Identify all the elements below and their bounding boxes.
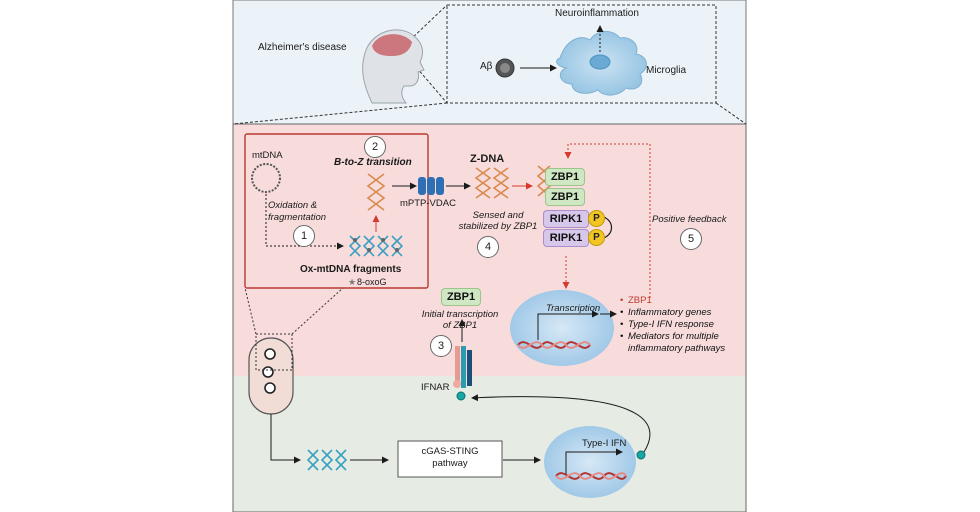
ox-fragments-label: Ox-mtDNA fragments <box>300 264 402 275</box>
positive-feedback-label: Positive feedback <box>652 214 727 225</box>
ifnar-label: IFNAR <box>421 382 450 393</box>
mtdna-icon <box>251 163 281 193</box>
initial-line1: Initial transcription <box>421 309 499 320</box>
zbp1-bottom: ZBP1 <box>545 188 585 206</box>
zdna-label: Z-DNA <box>470 153 505 165</box>
output-inflammatory-genes: •Inflammatory genes <box>620 307 712 318</box>
sensed-line1: Sensed and <box>472 210 524 221</box>
ripk1-bottom: RIPK1 <box>543 229 589 247</box>
mtdna-label: mtDNA <box>252 150 283 161</box>
fragmentation-label: fragmentation <box>268 212 327 223</box>
type1-ifn-label: Type-I IFN <box>582 438 627 449</box>
z-dna-icon <box>474 167 510 199</box>
step-2: 2 <box>364 136 386 158</box>
oxog-label: 8-oxoG <box>357 277 387 287</box>
head-icon <box>362 29 425 104</box>
abeta-label: Aβ <box>480 61 493 72</box>
ifn-molecule-icon <box>636 450 646 460</box>
step-1: 1 <box>293 225 315 247</box>
mtdna-box <box>244 133 429 289</box>
svg-text:★: ★ <box>348 277 356 287</box>
ox-mtdna-fragments-icon <box>348 235 404 257</box>
step-3: 3 <box>430 335 452 357</box>
output-pathways: inflammatory pathways <box>628 343 726 354</box>
zbp1-initial-box: ZBP1 <box>441 288 481 306</box>
ripk1-top: RIPK1 <box>543 210 589 228</box>
step-5: 5 <box>680 228 702 250</box>
phospho-bottom: P <box>588 229 605 246</box>
dna-helix-icon <box>517 341 591 349</box>
zbp1-top: ZBP1 <box>545 168 585 186</box>
cgas-line1: cGAS-STING <box>421 446 479 457</box>
cytosolic-fragments-icon <box>306 449 348 471</box>
sensed-line2: stabilized by ZBP1 <box>458 221 538 232</box>
microglia-label: Microglia <box>646 65 687 76</box>
btoz-label: B-to-Z transition <box>334 157 412 168</box>
microglia-inset <box>446 4 717 104</box>
nucleus-ifn <box>544 426 636 498</box>
output-zbp1: •ZBP1 <box>620 295 652 306</box>
mptp-label: mPTP-VDAC <box>400 198 456 209</box>
oxidation-label: Oxidation & <box>268 200 318 211</box>
mitochondrion-icon <box>248 337 294 415</box>
initial-line2: of ZBP1 <box>442 320 478 331</box>
output-type1-ifn: •Type-I IFN response <box>620 319 714 330</box>
disease-label: Alzheimer's disease <box>258 42 347 53</box>
ifnar-receptor-icon <box>453 346 472 401</box>
cgas-line2: pathway <box>432 458 468 469</box>
ifn-dna-helix-icon <box>555 472 627 480</box>
mptp-vdac-channel-icon <box>418 177 444 195</box>
z-fragment-icon <box>366 173 386 211</box>
step-4: 4 <box>477 236 499 258</box>
nucleus-transcription <box>510 290 614 366</box>
transcription-label: Transcription <box>546 303 601 314</box>
cgas-sting-box <box>397 440 503 478</box>
microglia-cell-icon <box>556 31 647 96</box>
neuroinflammation-label: Neuroinflammation <box>555 8 639 19</box>
phospho-top: P <box>588 210 605 227</box>
zbp1-bound-dna-icon <box>536 165 552 197</box>
output-mediators: •Mediators for multiple <box>620 331 719 342</box>
output-list: •ZBP1 •Inflammatory genes •Type-I IFN re… <box>620 295 725 355</box>
